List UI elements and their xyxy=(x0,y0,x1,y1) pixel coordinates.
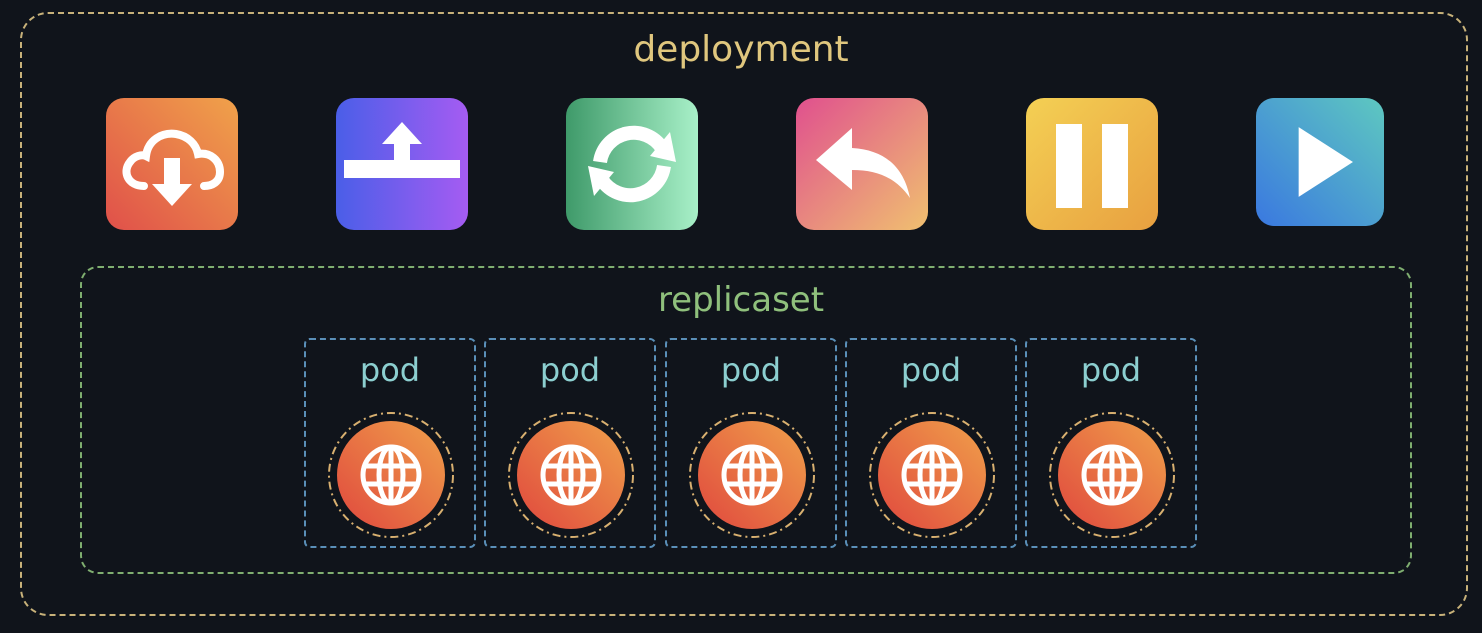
pod-box: pod xyxy=(304,338,476,548)
globe-icon xyxy=(687,410,817,540)
pod-label: pod xyxy=(1080,351,1142,389)
undo-arrow-icon[interactable] xyxy=(796,98,928,230)
pod-box: pod xyxy=(1025,338,1197,548)
replicaset-container xyxy=(80,266,1412,574)
refresh-icon[interactable] xyxy=(566,98,698,230)
download-cloud-icon[interactable] xyxy=(106,98,238,230)
play-icon[interactable] xyxy=(1256,98,1384,226)
deployment-container xyxy=(20,12,1468,616)
globe-icon xyxy=(326,410,456,540)
pod-box: pod xyxy=(665,338,837,548)
replicaset-title: replicaset xyxy=(657,280,825,320)
upload-icon[interactable] xyxy=(336,98,468,230)
pod-label: pod xyxy=(359,351,421,389)
pod-label: pod xyxy=(539,351,601,389)
globe-icon xyxy=(867,410,997,540)
deployment-title: deployment xyxy=(633,29,849,70)
pod-label: pod xyxy=(720,351,782,389)
pod-box: pod xyxy=(484,338,656,548)
pod-label: pod xyxy=(900,351,962,389)
globe-icon xyxy=(1047,410,1177,540)
pod-box: pod xyxy=(845,338,1017,548)
globe-icon xyxy=(506,410,636,540)
pause-icon[interactable] xyxy=(1026,98,1158,230)
